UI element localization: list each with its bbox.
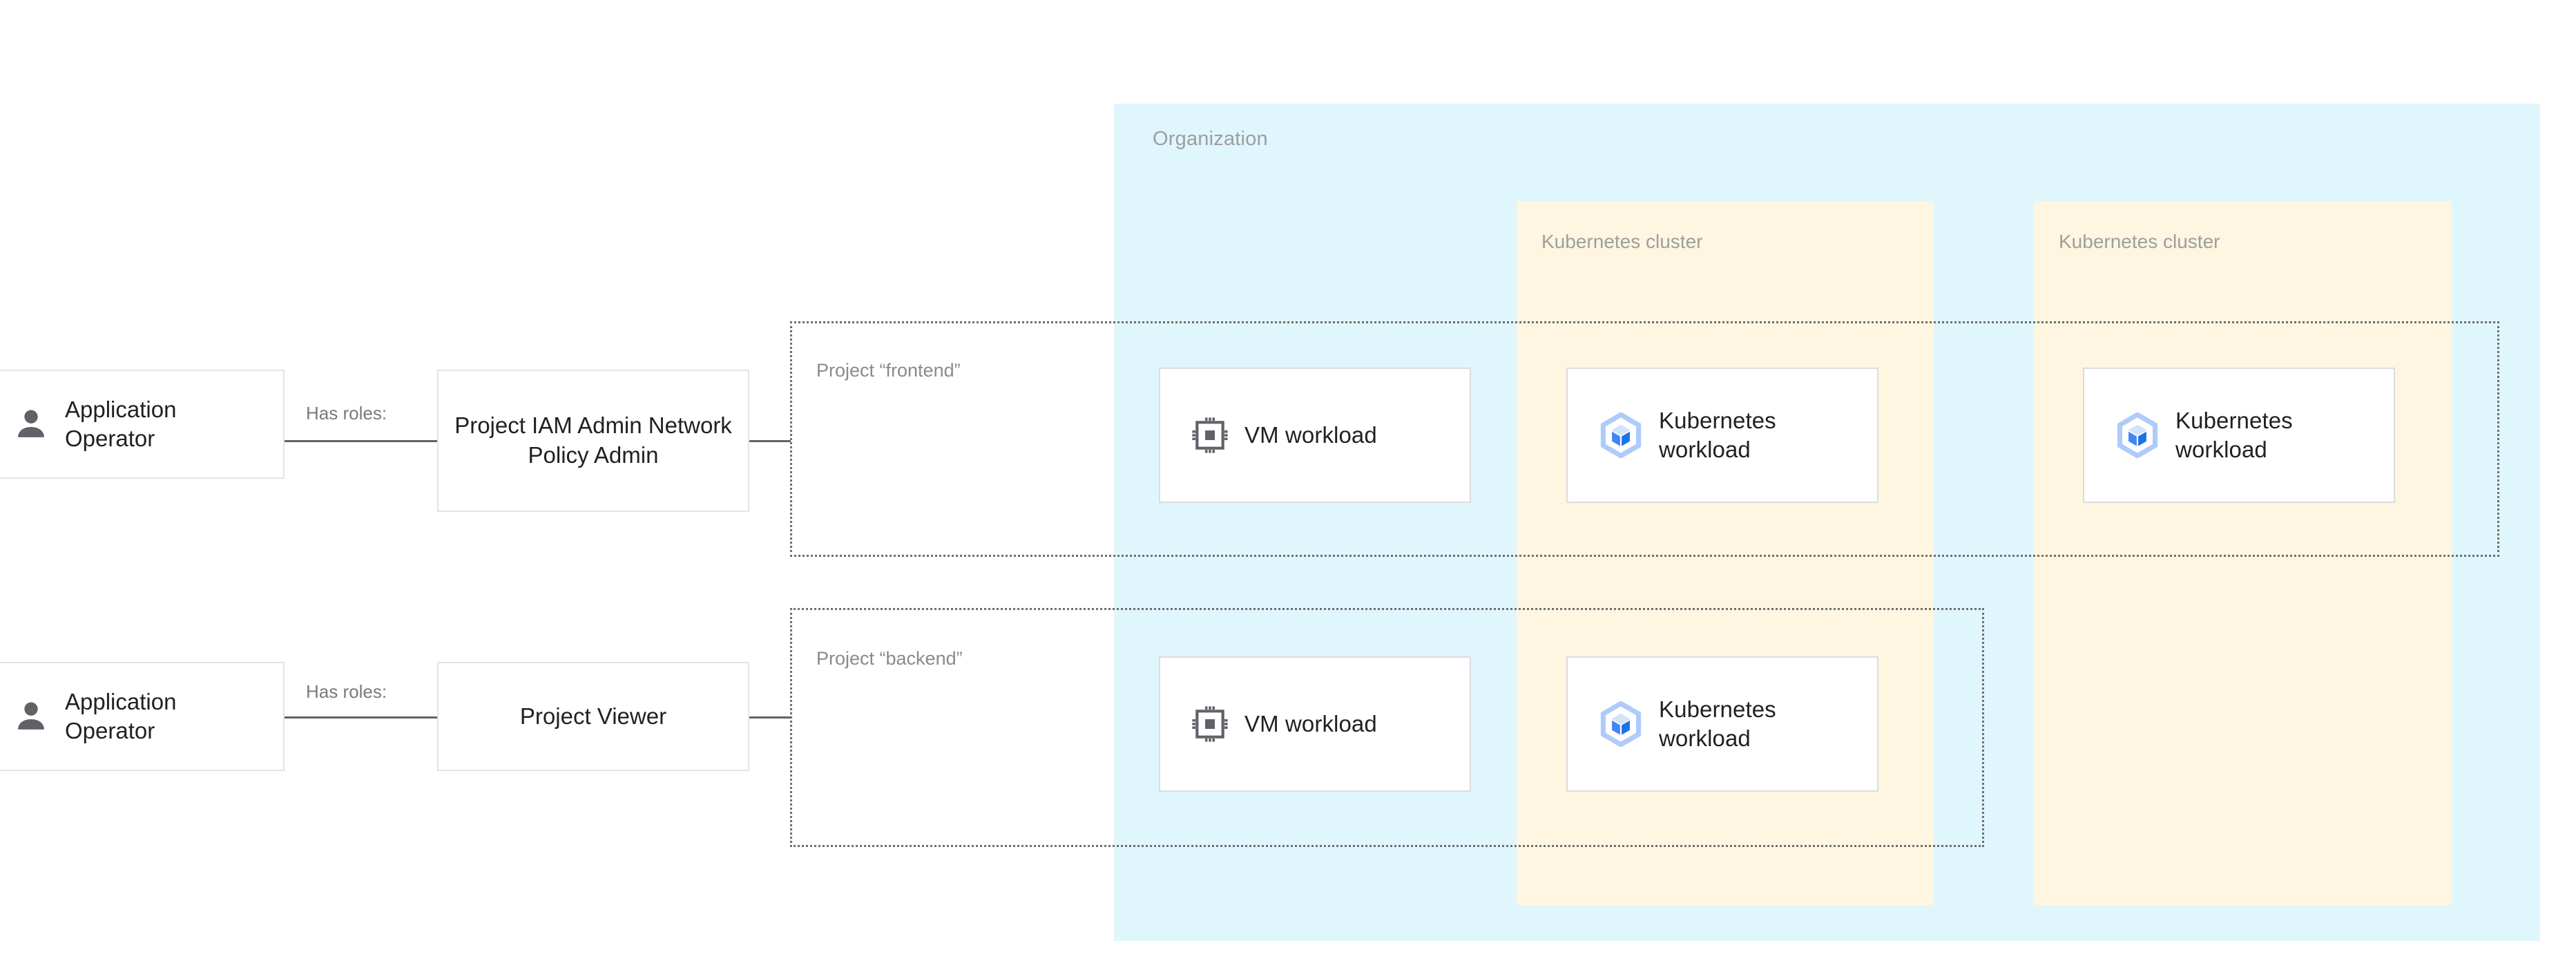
kubernetes-icon [1598, 412, 1644, 459]
vm-workload-label: VM workload [1244, 421, 1377, 448]
vm-workload-label: VM workload [1244, 710, 1377, 736]
vm-workload-card-frontend[interactable]: VM workload [1159, 368, 1471, 503]
connector-operator-to-role-1 [285, 440, 437, 442]
role-box-project-viewer[interactable]: Project Viewer [437, 662, 749, 771]
organization-label: Organization [1153, 128, 1268, 150]
application-operator-box-1[interactable]: Application Operator [0, 370, 285, 479]
kubernetes-cluster-container-2 [2034, 201, 2452, 905]
application-operator-box-2[interactable]: Application Operator [0, 662, 285, 771]
person-icon [12, 406, 50, 443]
connector-operator-to-role-2 [285, 716, 437, 719]
person-icon [12, 698, 50, 735]
application-operator-label: Application Operator [65, 688, 177, 743]
project-label-backend: Project “backend” [816, 648, 963, 669]
vm-workload-card-backend[interactable]: VM workload [1159, 656, 1471, 792]
role-label: Project Viewer [519, 703, 667, 729]
project-label-frontend: Project “frontend” [816, 360, 961, 381]
connector-role-to-project-1 [749, 440, 791, 442]
project-boundary-backend [790, 608, 1984, 847]
role-box-project-iam-admin[interactable]: Project IAM Admin Network Policy Admin [437, 370, 749, 512]
edge-label-has-roles-2: Has roles: [306, 681, 387, 702]
kubernetes-workload-label: Kubernetes workload [1659, 407, 1776, 462]
application-operator-label: Application Operator [65, 396, 177, 451]
kubernetes-cluster-label-1: Kubernetes cluster [1541, 231, 1703, 252]
chip-icon [1191, 416, 1229, 455]
kubernetes-workload-label: Kubernetes workload [1659, 696, 1776, 751]
kubernetes-workload-label: Kubernetes workload [2175, 407, 2293, 462]
kubernetes-workload-card-2[interactable]: Kubernetes workload [1566, 656, 1878, 792]
kubernetes-workload-card-1[interactable]: Kubernetes workload [1566, 368, 1878, 503]
edge-label-has-roles-1: Has roles: [306, 403, 387, 424]
connector-role-to-project-2 [749, 716, 791, 719]
project-boundary-frontend [790, 321, 2499, 557]
kubernetes-icon [1598, 701, 1644, 748]
chip-icon [1191, 705, 1229, 743]
role-label: Project IAM Admin Network Policy Admin [454, 412, 732, 468]
kubernetes-workload-card-3[interactable]: Kubernetes workload [2083, 368, 2395, 503]
kubernetes-icon [2115, 412, 2160, 459]
kubernetes-cluster-label-2: Kubernetes cluster [2059, 231, 2220, 252]
